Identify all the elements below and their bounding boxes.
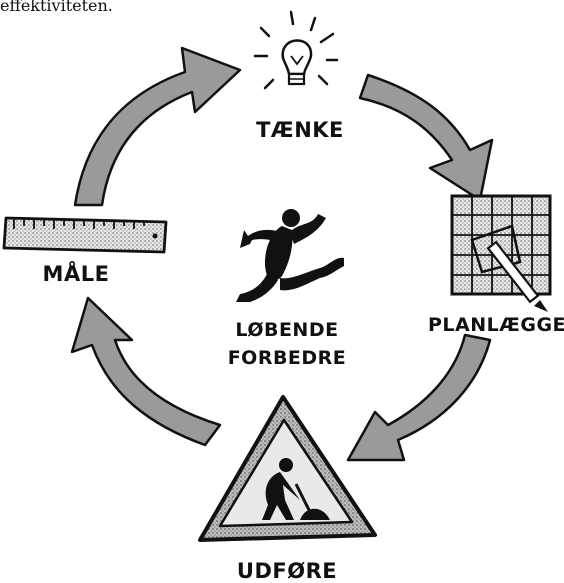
arrow-plan-to-execute bbox=[346, 333, 492, 462]
worker-triangle-icon bbox=[198, 395, 377, 542]
running-figure-icon bbox=[236, 209, 344, 302]
ruler-icon bbox=[2, 216, 168, 254]
arrow-think-to-plan bbox=[358, 73, 494, 202]
arrow-measure-to-think bbox=[73, 46, 242, 207]
step-label-think: TÆNKE bbox=[256, 118, 344, 142]
step-label-measure: MÅLE bbox=[43, 261, 110, 286]
top-clipped-text: effektiviteten. bbox=[0, 0, 113, 15]
center-label-line1: LØBENDE bbox=[235, 319, 338, 341]
center-label-line2: FORBEDRE bbox=[228, 347, 347, 369]
lightbulb-icon bbox=[253, 10, 339, 90]
arrow-execute-to-measure bbox=[70, 296, 222, 447]
step-label-execute: UDFØRE bbox=[237, 559, 337, 583]
grid-plan-icon bbox=[450, 194, 552, 312]
step-label-plan: PLANLÆGGE bbox=[428, 314, 564, 336]
